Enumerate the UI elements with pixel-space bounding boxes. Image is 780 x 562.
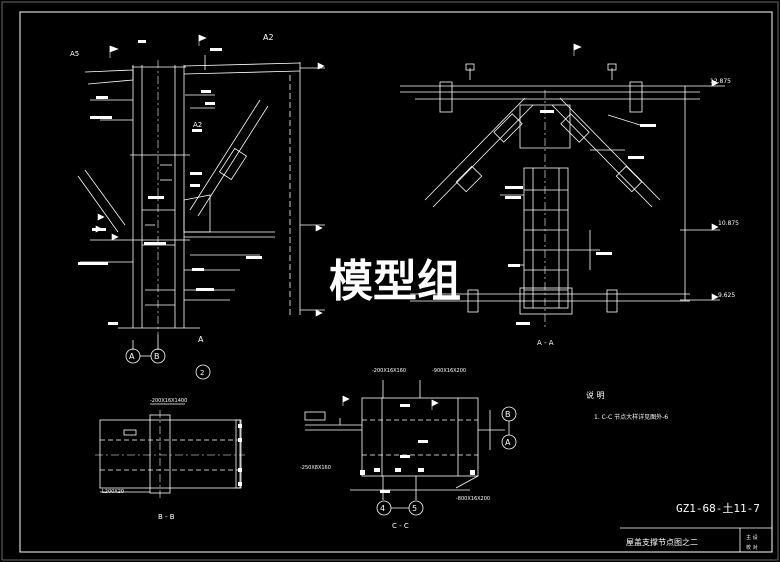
section-mark-a2-mid: A2 [193,121,202,129]
notes-heading: 说 明 [586,390,605,400]
view-bb-markers [238,424,242,486]
view-title-aa: A - A [537,339,554,347]
cc-plate4-label: -800X16X200 [456,496,490,502]
grid-bubbles-view-cc [376,406,517,516]
elevation-aa-low: 9.625 [718,292,735,299]
view-a-flags [95,34,325,317]
view-title-a: A [198,335,204,344]
view-aa [400,63,725,330]
view-a [77,55,325,350]
view-cc-flags [342,395,439,410]
view-bb [95,403,245,500]
view-cc-markers [360,404,475,493]
elevation-aa-mid: 10.875 [718,220,739,227]
bb-angle-label: L200X20 [102,489,124,495]
grid-bubble-c-right: 5 [412,504,417,513]
watermark: 模型组 [329,256,461,307]
notes-line-1: 1. C-C 节点大样详见图外-6 [594,413,668,421]
elevation-aa-top: 12.875 [710,78,731,85]
cc-plate1-label: -200X16X160 [372,368,406,374]
view-aa-flags [573,43,719,301]
section-mark-a5: A5 [70,50,79,58]
view-aa-text-blocks [505,110,656,325]
grid-bubbles-view-a [125,348,211,380]
view-a-text-blocks [78,40,262,325]
grid-bubble-small: 2 [200,369,204,377]
grid-bubble-c-top: B [505,410,511,419]
bb-plate-label: -200X16X1400 [150,398,187,404]
grid-bubble-c-bottom: A [505,438,511,447]
section-mark-a2-top: A2 [263,33,274,42]
view-title-cc: C - C [392,522,409,530]
view-title-bb: B - B [158,513,175,521]
cc-plate3-label: -250X8X160 [300,465,331,471]
grid-bubble-a-right: B [154,352,160,361]
drawing-frame [19,11,773,553]
grid-bubble-c-left: 4 [380,504,385,513]
drawing-title: 屋盖支撑节点图之二 [626,537,698,547]
title-block-cell-2: 校 对 [746,544,758,551]
grid-bubble-a-left: A [129,352,135,361]
view-cc [304,380,505,500]
title-block-cell-1: 主 设 [746,534,758,541]
drawing-number: GZ1-68-土11-7 [676,502,760,515]
cc-plate2-label: -900X16X200 [432,368,466,374]
